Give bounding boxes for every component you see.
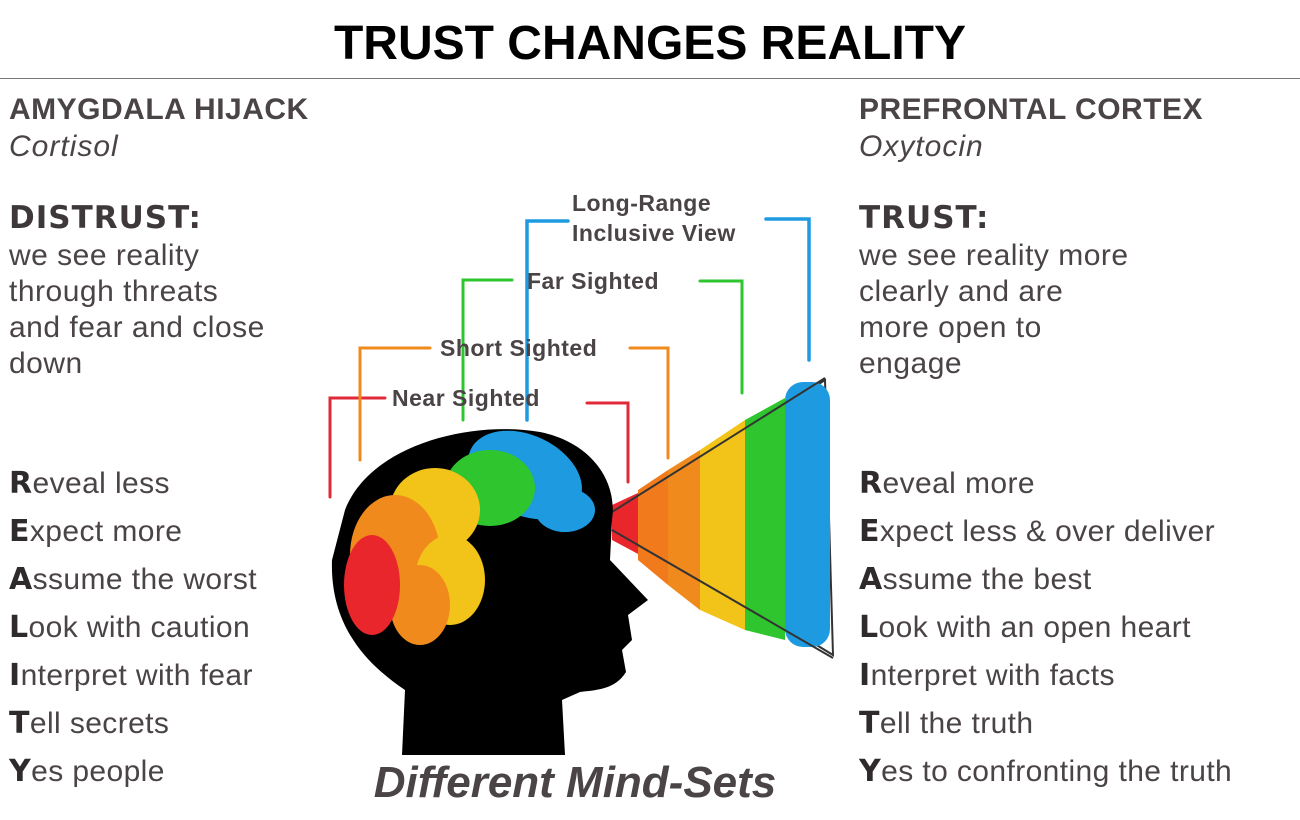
title-divider (0, 78, 1300, 79)
right-lead: TRUST: (859, 200, 990, 236)
right-header: PREFRONTAL CORTEX (859, 93, 1204, 126)
list-item: Yes to confronting the truth (859, 754, 1233, 789)
list-item: Look with an open heart (859, 610, 1191, 645)
page-title: TRUST CHANGES REALITY (333, 17, 966, 70)
left-body: we see reality through threats and fear … (9, 239, 265, 380)
left-lead: DISTRUST: (9, 200, 202, 236)
list-item: Assume the best (859, 562, 1092, 597)
list-item: Tell the truth (859, 706, 1034, 741)
vision-cone (610, 377, 835, 659)
list-item: Reveal more (859, 466, 1035, 501)
long-range-label-line2: Inclusive View (572, 220, 736, 246)
list-item: Expect more (9, 514, 183, 549)
head-silhouette (331, 429, 648, 755)
near-sighted-bracket (328, 396, 630, 499)
list-item: Tell secrets (9, 706, 170, 741)
list-item: Assume the worst (9, 562, 258, 597)
right-list: Reveal more Expect less & over deliver A… (859, 460, 1232, 796)
short-sighted-label: Short Sighted (440, 335, 598, 361)
long-range-bracket (525, 217, 811, 422)
left-hormone: Cortisol (9, 130, 119, 163)
left-list: Reveal less Expect more Assume the worst… (9, 460, 257, 796)
right-hormone: Oxytocin (859, 130, 984, 163)
long-range-label: Long-Range Inclusive View (572, 188, 736, 248)
list-item: Yes people (9, 754, 165, 789)
left-header: AMYGDALA HIJACK (9, 93, 309, 126)
long-range-label-line1: Long-Range (572, 190, 712, 216)
short-sighted-bracket (358, 346, 670, 462)
list-item: Interpret with facts (859, 658, 1115, 693)
near-sighted-label: Near Sighted (392, 385, 540, 411)
far-sighted-label: Far Sighted (527, 268, 660, 294)
list-item: Interpret with fear (9, 658, 253, 693)
far-sighted-bracket (461, 278, 744, 422)
caption: Different Mind-Sets (373, 758, 777, 807)
list-item: Look with caution (9, 610, 251, 645)
list-item: Expect less & over deliver (859, 514, 1216, 549)
list-item: Reveal less (9, 466, 170, 501)
right-body: we see reality more clearly and are more… (859, 239, 1129, 380)
